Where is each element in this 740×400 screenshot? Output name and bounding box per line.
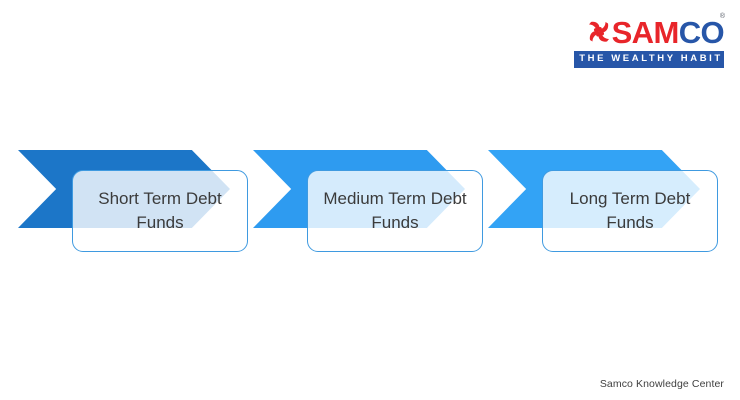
samco-swastika-icon (588, 21, 609, 42)
flow-stage-short-term: Short Term Debt Funds (18, 148, 258, 258)
stage-card-long-term[interactable]: Long Term Debt Funds (542, 170, 718, 252)
registered-trademark-icon: ® (719, 13, 725, 20)
stage-card-short-term[interactable]: Short Term Debt Funds (72, 170, 248, 252)
flow-stage-medium-term: Medium Term Debt Funds (253, 148, 493, 258)
logo-text-sam: SAM (611, 14, 680, 50)
footer-credit: Samco Knowledge Center (599, 378, 724, 390)
stage-label-medium-term: Medium Term Debt Funds (323, 188, 467, 232)
flow-stage-long-term: Long Term Debt Funds (488, 148, 728, 258)
process-flow-diagram: Short Term Debt Funds Medium Term Debt F… (0, 148, 740, 258)
stage-label-short-term: Short Term Debt Funds (98, 188, 222, 232)
logo-tagline: THE WEALTHY HABIT (574, 51, 724, 68)
logo-text-co: CO (678, 14, 725, 50)
stage-card-medium-term[interactable]: Medium Term Debt Funds (307, 170, 483, 252)
stage-label-long-term: Long Term Debt Funds (569, 188, 691, 232)
